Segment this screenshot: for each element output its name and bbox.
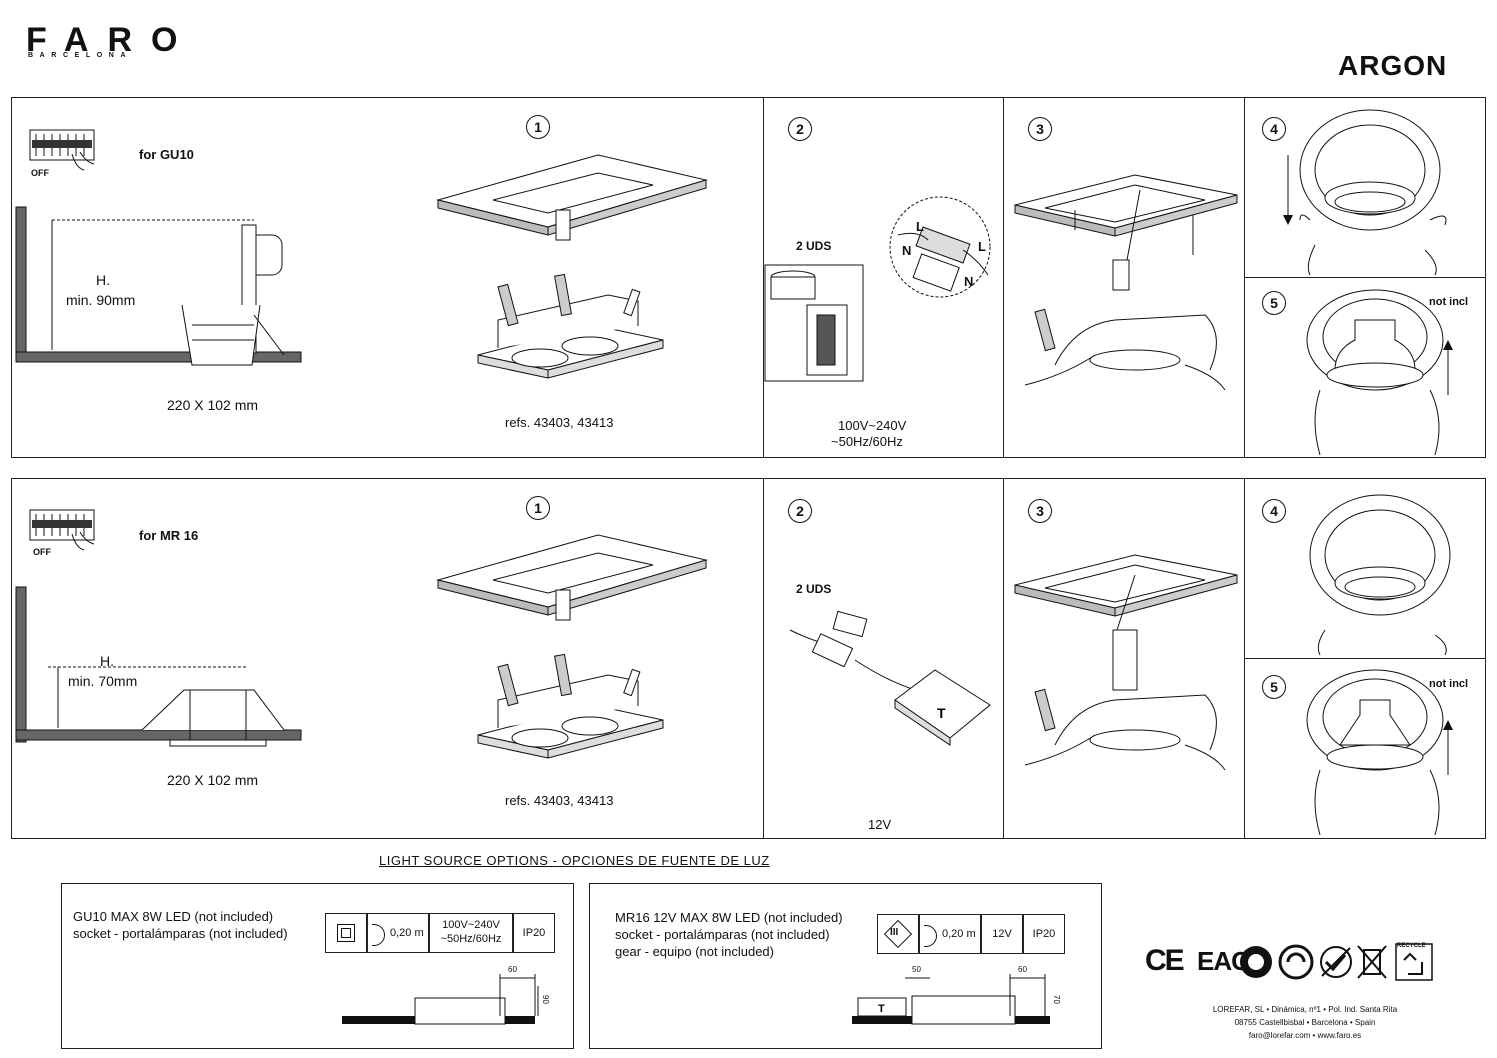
- wiring-box-drawing: [764, 264, 864, 382]
- socket-type-label: for GU10: [139, 147, 194, 162]
- company-line-1: LOREFAR, SL • Dinámica, nº1 • Pol. Ind. …: [1212, 1005, 1398, 1014]
- class-ii-icon: [325, 913, 367, 953]
- brand-logo: FARO: [26, 21, 197, 59]
- dimension-label: 50: [912, 965, 921, 974]
- step-2-badge: 2: [788, 499, 812, 523]
- option-line: GU10 MAX 8W LED (not included): [73, 909, 274, 924]
- quantity-label: 2 UDS: [796, 582, 832, 596]
- cutout-size: 220 X 102 mm: [167, 772, 259, 788]
- svg-text:T: T: [878, 1003, 885, 1015]
- quantity-label: 2 UDS: [796, 239, 832, 253]
- dimension-label: 90: [540, 995, 550, 1004]
- voltage-line: 12V: [981, 914, 1023, 954]
- installation-height-diagram: [15, 206, 302, 366]
- step-5-badge: 5: [1262, 291, 1286, 315]
- product-title: ARGON: [1338, 50, 1448, 81]
- breaker-off-icon: [29, 129, 95, 171]
- wire-label-n2: N: [964, 274, 974, 289]
- step-5-badge: 5: [1262, 675, 1286, 699]
- insert-lamp-drawing: [1306, 289, 1453, 456]
- step-4-badge: 4: [1262, 117, 1286, 141]
- step-3-badge: 3: [1028, 117, 1052, 141]
- voltage-line: 100V~240V: [442, 919, 500, 931]
- option-line: socket - portalámparas (not included): [73, 926, 288, 941]
- transformer-wiring-drawing: T: [789, 610, 991, 746]
- insert-trim-drawing: [1309, 494, 1451, 656]
- step-1-badge: 1: [526, 496, 550, 520]
- height-value: min. 70mm: [68, 673, 138, 689]
- ce-mark: CE: [1145, 944, 1185, 977]
- step-1-badge: 1: [526, 115, 550, 139]
- step-3-badge: 3: [1028, 499, 1052, 523]
- recess-dimension-drawing: [342, 974, 539, 1025]
- voltage-line-2: ~50Hz/60Hz: [831, 434, 903, 449]
- height-label: H.: [100, 653, 114, 669]
- off-label: OFF: [33, 547, 51, 557]
- option-gu10-box: [61, 883, 574, 1049]
- option-line: socket - portalámparas (not included): [615, 927, 830, 942]
- recycle-label: RECYCLE: [1397, 943, 1426, 949]
- off-label: OFF: [31, 168, 49, 178]
- breaker-off-icon: [29, 509, 95, 551]
- dimension-label: 70: [1051, 995, 1061, 1004]
- class-iii-icon: III: [877, 914, 919, 954]
- ceiling-cutout-drawing: [436, 154, 708, 241]
- voltage-box: 100V~240V ~50Hz/60Hz: [429, 913, 513, 953]
- not-included-label: not incl: [1429, 296, 1469, 308]
- light-source-title: LIGHT SOURCE OPTIONS - OPCIONES DE FUENT…: [379, 853, 770, 868]
- step-2-badge: 2: [788, 117, 812, 141]
- mounting-drawing: [1014, 174, 1238, 391]
- height-value: min. 90mm: [66, 292, 136, 308]
- fixture-drawing: [477, 653, 664, 759]
- wire-label-l: L: [916, 219, 924, 234]
- terminal-detail-drawing: [889, 196, 991, 298]
- ip-rating: IP20: [1023, 914, 1065, 954]
- cutout-size: 220 X 102 mm: [167, 397, 259, 413]
- step-4-badge: 4: [1262, 499, 1286, 523]
- installation-height-diagram: [15, 586, 302, 747]
- height-label: H.: [96, 272, 110, 288]
- fixture-drawing: [477, 273, 664, 379]
- recess-dimension-drawing: T: [852, 974, 1050, 1025]
- ip-rating: IP20: [513, 913, 555, 953]
- dimension-label: 60: [1018, 965, 1027, 974]
- company-line-3: faro@lorefar.com • www.faro.es: [1248, 1031, 1362, 1040]
- dimension-label: 60: [508, 965, 517, 974]
- voltage-line-1: 12V: [868, 817, 892, 832]
- insert-trim-drawing: [1283, 109, 1447, 276]
- distance-icon: 0,20 m: [919, 914, 981, 954]
- option-line: MR16 12V MAX 8W LED (not included): [615, 910, 843, 925]
- socket-type-label: for MR 16: [139, 528, 199, 543]
- distance-label: 0,20 m: [942, 928, 976, 940]
- wire-label-l2: L: [978, 239, 986, 254]
- wire-label-n: N: [902, 243, 912, 258]
- insert-lamp-drawing: [1306, 669, 1453, 836]
- brand-subtitle: BARCELONA: [28, 52, 133, 59]
- recycling-icons: [1240, 943, 1433, 981]
- distance-icon: 0,20 m: [367, 913, 429, 953]
- refs-label: refs. 43403, 43413: [505, 415, 614, 430]
- refs-label: refs. 43403, 43413: [505, 793, 614, 808]
- mounting-drawing: [1014, 554, 1238, 771]
- option-line: gear - equipo (not included): [615, 944, 774, 959]
- voltage-line: ~50Hz/60Hz: [440, 933, 502, 945]
- distance-label: 0,20 m: [390, 927, 424, 939]
- company-line-2: 08755 Castellbisbal • Barcelona • Spain: [1234, 1018, 1376, 1027]
- not-included-label: not incl: [1429, 678, 1469, 690]
- voltage-line-1: 100V~240V: [838, 418, 907, 433]
- ceiling-cutout-drawing: [436, 534, 708, 621]
- option-mr16-box: [589, 883, 1102, 1049]
- svg-text:T: T: [937, 705, 946, 721]
